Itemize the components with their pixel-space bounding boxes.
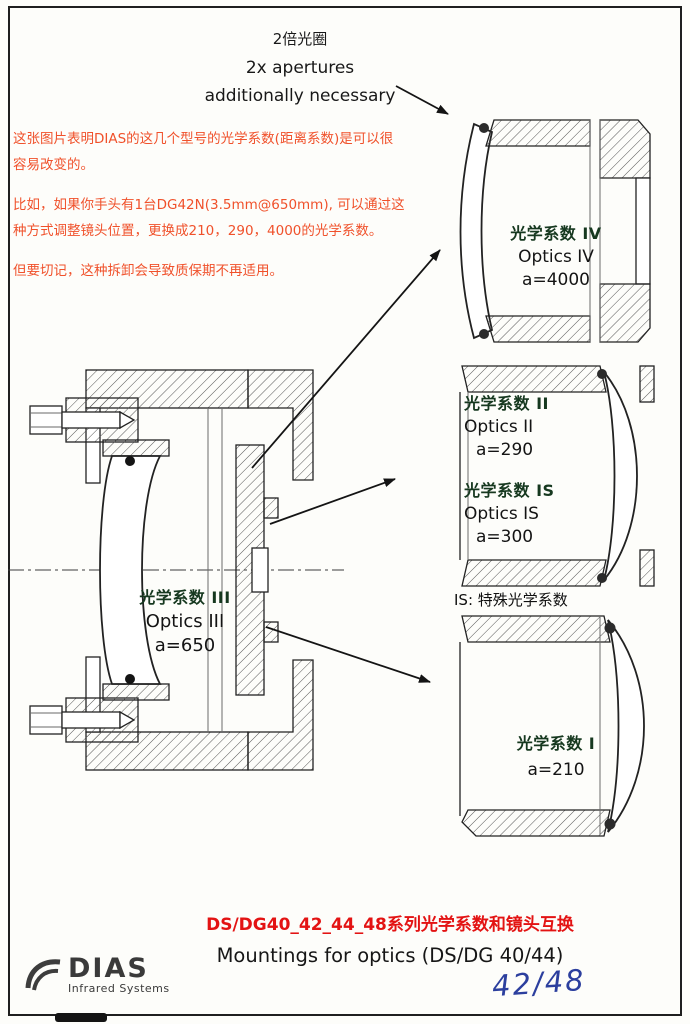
optics-iv-label: 光学系数 IV Optics IV a=4000 (492, 220, 620, 290)
optics-is-value: a=300 (476, 527, 534, 547)
o-ring-i-top (604, 622, 616, 634)
optics-iii-label-en: Optics III (145, 611, 225, 632)
optics-iii-label: 光学系数 III Optics III a=650 (132, 584, 238, 656)
optics-ii-label-cn: 光学系数 II (464, 394, 549, 413)
optics-i-value: a=210 (527, 760, 585, 780)
o-ring-top (125, 456, 135, 466)
aperture-note: 2倍光圈 2x apertures additionally necessary (175, 28, 425, 114)
o-ring-ii-bottom (597, 573, 607, 583)
optics-ii-value: a=290 (476, 440, 534, 460)
optics-i-drawing (459, 615, 645, 837)
optics-is-label-en: Optics IS (464, 504, 539, 524)
optics-ii-is-drawing (459, 365, 655, 587)
description-paragraph-2: 比如，如果你手头有1台DG42N(3.5mm@650mm), 可以通过这种方式调… (13, 197, 405, 239)
aperture-note-cn: 2倍光圈 (272, 30, 328, 48)
aperture-note-en2: additionally necessary (204, 86, 396, 106)
lens-element-ii-is (603, 371, 638, 581)
main-assembly-drawing (8, 369, 344, 771)
optics-is-label: 光学系数 IS Optics IS a=300 (464, 477, 594, 547)
is-special-note: IS: 特殊光学系数 (454, 591, 568, 609)
description-paragraph-3: 但要切记，这种拆卸会导致质保期不再适用。 (13, 263, 283, 279)
footer-title-en: Mountings for optics (DS/DG 40/44) (216, 944, 564, 967)
optics-is-label-cn: 光学系数 IS (464, 481, 555, 500)
dias-logo-icon (25, 959, 61, 991)
optics-ii-label-en: Optics II (464, 417, 534, 437)
o-ring-iv-bottom (479, 329, 489, 339)
o-ring-iv-top (479, 123, 489, 133)
lens-element-iv (459, 122, 494, 340)
o-ring-bottom (125, 674, 135, 684)
optics-ii-label: 光学系数 II Optics II a=290 (464, 390, 594, 460)
optics-iv-value: a=4000 (522, 270, 590, 290)
optics-iv-label-cn: 光学系数 IV (510, 224, 602, 243)
page-border (8, 6, 682, 1016)
dias-logo: DIAS Infrared Systems (24, 953, 170, 995)
lens-element-i (607, 619, 645, 833)
optics-iii-value: a=650 (154, 635, 216, 656)
optics-iv-drawing (459, 119, 651, 343)
o-ring-ii-top (597, 369, 607, 379)
footer-title-cn: DS/DG40_42_44_48系列光学系数和镜头互换 (206, 915, 574, 935)
o-ring-i-bottom (604, 818, 616, 830)
aperture-note-en1: 2x apertures (245, 58, 355, 78)
logo-subtitle: Infrared Systems (68, 982, 170, 995)
optics-iii-label-cn: 光学系数 III (139, 588, 231, 607)
logo-name: DIAS (68, 953, 149, 984)
optics-i-label: 光学系数 I a=210 (498, 730, 614, 780)
description-paragraph-1: 这张图片表明DIAS的这几个型号的光学系数(距离系数)是可以很容易改变的。 (13, 131, 394, 173)
optics-i-label-cn: 光学系数 I (516, 734, 596, 753)
optics-iv-label-en: Optics IV (518, 247, 594, 267)
bolt-head-bottom (29, 705, 63, 735)
lens-element-main (99, 455, 162, 685)
handwritten-note: 42/48 (490, 962, 587, 1004)
scan-artifact (55, 1013, 107, 1022)
bolt-head-top (29, 405, 63, 435)
description-text: 这张图片表明DIAS的这几个型号的光学系数(距离系数)是可以很容易改变的。 比如… (13, 126, 405, 284)
